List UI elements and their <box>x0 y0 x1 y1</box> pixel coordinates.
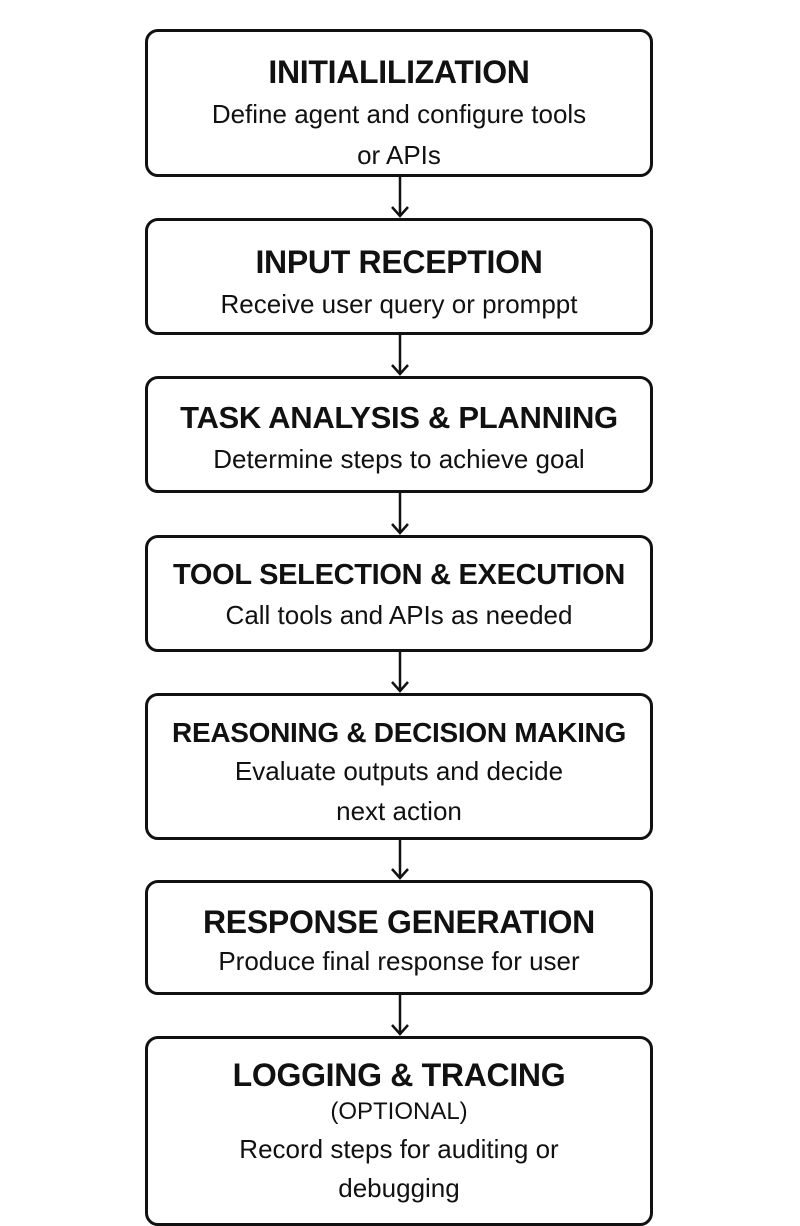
step-subtitle: (OPTIONAL) <box>330 1097 468 1125</box>
step-description-line: Determine steps to achieve goal <box>213 443 585 474</box>
step-initialization-box: INITIALILIZATION Define agent and config… <box>145 29 653 177</box>
arrow-down-icon <box>390 840 410 880</box>
step-logging-tracing-box: LOGGING & TRACING (OPTIONAL) Record step… <box>145 1036 653 1226</box>
arrow-down-icon <box>390 995 410 1036</box>
step-description-line: Produce final response for user <box>218 945 580 976</box>
step-description-line: Evaluate outputs and decide <box>234 756 564 787</box>
step-description-line: Receive user query or promppt <box>220 288 578 319</box>
step-title: REASONING & DECISION MAKING <box>172 717 626 748</box>
step-description-line: or APIs <box>357 139 441 170</box>
step-title: TASK ANALYSIS & PLANNING <box>180 400 618 435</box>
step-title: INITIALILIZATION <box>268 54 530 90</box>
step-title: INPUT RECEPTION <box>255 244 543 280</box>
step-description-line: debugging <box>338 1172 460 1203</box>
arrow-down-icon <box>390 493 410 535</box>
step-task-analysis-box: TASK ANALYSIS & PLANNING Determine steps… <box>145 376 653 493</box>
step-description-line: Call tools and APIs as needed <box>225 600 573 631</box>
step-title: RESPONSE GENERATION <box>203 904 595 940</box>
step-input-reception-box: INPUT RECEPTION Receive user query or pr… <box>145 218 653 335</box>
step-description-line: next action <box>336 796 462 827</box>
step-reasoning-box: REASONING & DECISION MAKING Evaluate out… <box>145 693 653 840</box>
step-description-line: Define agent and configure tools <box>211 98 587 129</box>
arrow-down-icon <box>390 335 410 376</box>
step-title: LOGGING & TRACING <box>232 1057 566 1093</box>
step-description-line: Record steps for auditing or <box>239 1133 559 1164</box>
arrow-down-icon <box>390 177 410 218</box>
step-tool-selection-box: TOOL SELECTION & EXECUTION Call tools an… <box>145 535 653 652</box>
step-response-generation-box: RESPONSE GENERATION Produce final respon… <box>145 880 653 995</box>
arrow-down-icon <box>390 652 410 693</box>
step-title: TOOL SELECTION & EXECUTION <box>173 559 625 591</box>
